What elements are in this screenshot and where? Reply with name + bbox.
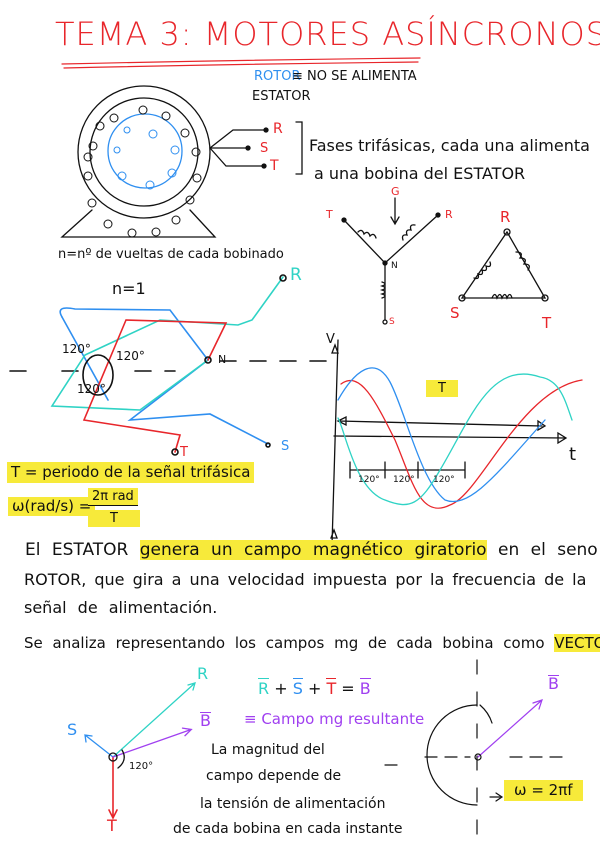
winding-t: T: [180, 445, 188, 460]
paragraph-vectores: VECTORES: [554, 634, 600, 652]
magnitude-line-1: La magnitud del: [211, 742, 325, 758]
graph: [330, 339, 583, 546]
delta-t: T: [542, 314, 552, 332]
rotating-field-diagram: [384, 659, 566, 841]
winding-diagram: [9, 274, 331, 456]
sine-red: [340, 379, 583, 509]
paragraph-line-2: ROTOR, que gira a una velocidad impuesta…: [24, 570, 587, 589]
paragraph-highlight: genera un campo magnético giratorio: [139, 540, 487, 560]
star-n: N: [391, 261, 398, 271]
winding-n: n=1: [112, 279, 146, 298]
page-title: TEMA 3: MOTORES ASÍNCRONOS: [55, 15, 600, 53]
paragraph-tail: en el seno del: [497, 540, 600, 560]
star-t: T: [326, 208, 333, 221]
winding-s: S: [281, 439, 290, 454]
graph-shift-2: 120°: [393, 475, 415, 485]
graph-v-label: V: [326, 332, 335, 347]
paragraph-estator: El ESTATOR: [25, 540, 129, 560]
rotor-label: ROTOR: [254, 69, 301, 84]
winding-angle-3: 120°: [77, 382, 106, 396]
phase-s: S: [260, 141, 269, 156]
vector-diagram: [84, 682, 196, 820]
title-underline: [61, 57, 421, 69]
period-definition: T = periodo de la señal trifásica: [7, 462, 255, 483]
paragraph-line-3: señal de alimentación.: [24, 598, 218, 617]
resultant-field: ≡ Campo mg resultante: [244, 710, 425, 728]
winding-n-node: N: [218, 353, 227, 366]
rotor-definition: ≡ NO SE ALIMENTA: [292, 69, 417, 84]
phases-note-2: a una bobina del ESTATOR: [314, 164, 526, 183]
vector-angle: 120°: [129, 761, 154, 772]
paragraph-line-1: El ESTATOR genera un campo magnético gir…: [25, 540, 600, 560]
star-r: R: [445, 208, 453, 221]
omega-frequency: ω = 2πf: [504, 780, 583, 801]
star-g: G: [391, 185, 400, 198]
eq-t: T: [326, 678, 337, 698]
phase-t: T: [270, 158, 279, 174]
delta-r: R: [500, 208, 511, 226]
vector-b-label: B: [200, 711, 211, 730]
sine-cyan: [337, 373, 573, 506]
winding-r: R: [290, 265, 302, 285]
omega-numerator: 2π rad: [88, 488, 138, 506]
graph-period-label: T: [426, 380, 458, 397]
rotating-b-label: B: [548, 674, 559, 693]
paragraph-analysis: Se analiza representando los campos mg d…: [24, 634, 545, 652]
vector-t-label: T: [107, 816, 117, 835]
phases-note-1: Fases trifásicas, cada una alimenta: [309, 136, 590, 155]
winding-angle-1: 120°: [62, 342, 91, 356]
eq-b: B: [359, 678, 371, 698]
motor-drawing: [60, 85, 303, 238]
vector-sum-equation: R + S + T = B: [258, 678, 371, 698]
vector-r-label: R: [197, 664, 209, 683]
winding-angle-2: 120°: [116, 349, 145, 363]
delta-s: S: [450, 304, 460, 322]
vector-s-label: S: [67, 720, 78, 739]
magnitude-line-3: la tensión de alimentación: [200, 796, 386, 812]
sine-blue: [337, 367, 546, 503]
magnitude-line-2: campo depende de: [206, 768, 342, 784]
phase-r: R: [273, 121, 283, 137]
star-s: S: [389, 317, 395, 327]
omega-lhs: ω(rad/s) =: [8, 497, 96, 516]
delta-diagram: [458, 228, 549, 302]
paragraph-line-4: Se analiza representando los campos mg d…: [24, 634, 600, 652]
magnitude-line-4: de cada bobina en cada instante: [173, 821, 403, 837]
n-definition: n=nº de vueltas de cada bobinado: [58, 247, 284, 262]
eq-s: S: [292, 678, 303, 698]
graph-shift-3: 120°: [433, 475, 455, 485]
star-diagram: [341, 197, 441, 325]
omega-denominator: T: [88, 510, 140, 527]
estator-label: ESTATOR: [252, 89, 311, 104]
eq-r: R: [258, 678, 270, 698]
graph-t-label: t: [569, 444, 577, 465]
graph-shift-1: 120°: [358, 475, 380, 485]
